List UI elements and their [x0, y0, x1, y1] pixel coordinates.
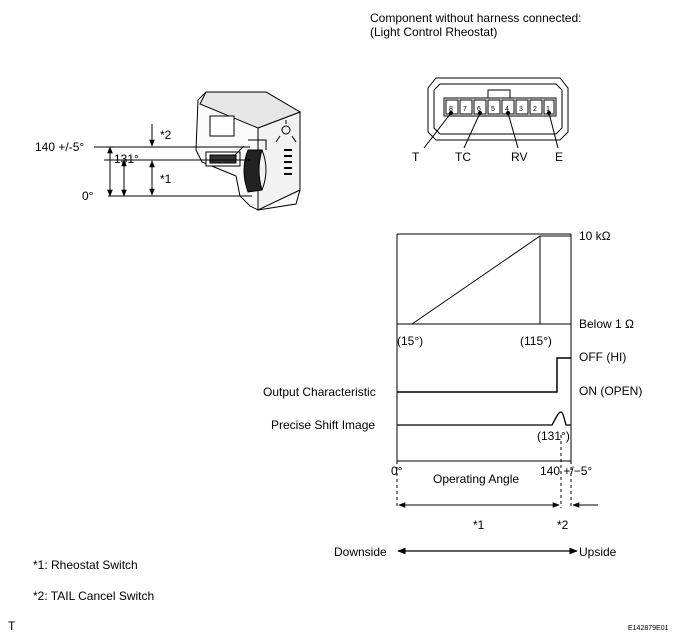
- angle-max-label: 140 +/-5°: [35, 140, 85, 154]
- pin-1: 1: [546, 106, 550, 113]
- rheostat-switch-illustration: [195, 91, 302, 211]
- pin-8: 8: [449, 106, 453, 113]
- terminal-t: T: [412, 150, 420, 164]
- switch-mark-1: *1: [160, 172, 172, 186]
- component-header-line2: (Light Control Rheostat): [370, 25, 498, 39]
- axis-zero-label: 0°: [391, 464, 403, 478]
- graph-mark-2: *2: [557, 518, 569, 532]
- graph-mark-1: *1: [473, 518, 485, 532]
- pin-6: 6: [477, 106, 481, 113]
- footer-left-mark: T: [8, 619, 16, 633]
- state-on-label: ON (OPEN): [579, 384, 643, 398]
- terminal-tc: TC: [455, 150, 471, 164]
- axis-title: Operating Angle: [433, 472, 520, 486]
- resistance-ramp: [411, 235, 541, 325]
- ramp-start-label: (15°): [397, 334, 424, 348]
- output-characteristic-line: [397, 357, 571, 393]
- characteristic-graph: [396, 233, 598, 555]
- pin-7: 7: [463, 106, 467, 113]
- angle-zero-label: 0°: [82, 189, 94, 203]
- state-off-label: OFF (HI): [579, 350, 627, 364]
- precise-shift-line: [397, 411, 571, 426]
- row-output-label: Output Characteristic: [263, 385, 376, 399]
- terminal-e: E: [555, 150, 564, 164]
- terminal-rv: RV: [511, 150, 528, 164]
- switch-mark-2: *2: [160, 128, 172, 142]
- axis-max-label: 140 +/−5°: [540, 464, 593, 478]
- graph-y-bottom-label: Below 1 Ω: [579, 317, 634, 331]
- pin-4: 4: [505, 106, 509, 113]
- pin-2: 2: [533, 106, 537, 113]
- downside-label: Downside: [334, 545, 387, 559]
- angle-mid-label: 131°: [114, 152, 139, 166]
- switch-dimension-lines: [94, 124, 252, 197]
- pin-5: 5: [491, 106, 495, 113]
- legend-item-2: *2: TAIL Cancel Switch: [33, 589, 155, 603]
- shift-point-label: (131°): [537, 429, 570, 443]
- pin-3: 3: [519, 106, 523, 113]
- figure-code: E142879E01: [628, 625, 669, 632]
- legend-item-1: *1: Rheostat Switch: [33, 558, 138, 572]
- upside-label: Upside: [579, 545, 617, 559]
- row-shift-label: Precise Shift Image: [271, 418, 376, 432]
- connector-illustration: [423, 77, 569, 149]
- graph-y-top-label: 10 kΩ: [579, 229, 611, 243]
- component-header-line1: Component without harness connected:: [370, 11, 582, 25]
- ramp-end-label: (115°): [520, 334, 552, 348]
